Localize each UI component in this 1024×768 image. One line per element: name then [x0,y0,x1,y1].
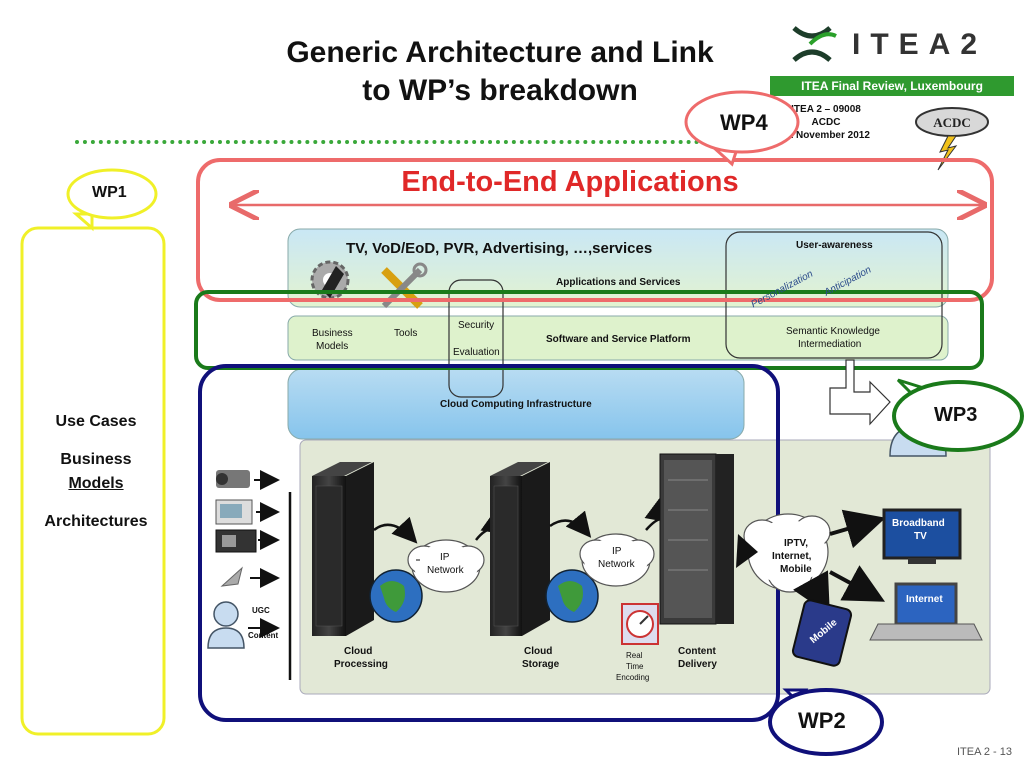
cloud-processing-2: Processing [334,659,388,670]
dotted-divider [75,140,755,144]
iptv-3: Mobile [780,564,812,575]
platform-layer [287,315,949,361]
review-banner: ITEA Final Review, Luxembourg [770,76,1014,96]
wp3-label: WP3 [934,404,978,426]
satellite-icon [220,566,243,587]
ip-network-cloud-1 [407,539,485,593]
wp3-callout [892,380,1024,452]
wp1-callout [66,168,158,220]
content-delivery-2: Delivery [678,659,717,670]
camera-icon [216,470,250,488]
globe-icon-1 [369,569,423,623]
wp4-label: WP4 [720,110,768,135]
cloud-to-tv-arrow [829,509,886,549]
wp2-label: WP2 [798,708,846,733]
security-label: Security [458,320,495,331]
platform-label: Software and Service Platform [546,334,691,345]
cloud-infra-label: Cloud Computing Infrastructure [440,399,592,410]
business-label: Business [312,328,353,339]
wp4-box [196,158,994,302]
cloud-processing-1: Cloud [344,646,373,657]
ugc-label: UGC [252,606,270,615]
broadband-1: Broadband [892,518,945,529]
title-line-2: to WP’s breakdown [362,74,638,107]
use-cases-item: Use Cases [55,413,137,430]
semantic-label-1: Semantic Knowledge [786,326,880,337]
realtime-3: Encoding [616,673,650,682]
meta-info: ITEA 2 – 09008 ACDC 21 November 2012 [776,103,876,142]
services-heading: TV, VoD/EoD, PVR, Advertising, …,service… [346,240,653,257]
models-item: Models [68,475,124,492]
broadband-tv-icon [882,508,962,564]
realtime-encoding-icon [621,603,659,645]
architectures-item: Architectures [44,513,148,530]
intermediation-arrow [829,359,891,426]
broadband-2: TV [914,531,927,542]
broadcast-device-icon [215,499,253,525]
iptv-2: Internet, [772,551,812,562]
cloud-storage-1: Cloud [524,646,553,657]
wp2-callout [768,688,884,756]
cloud-storage-2: Storage [522,659,560,670]
server1-to-cloud-arrow [373,516,418,544]
mobile-phone-icon [791,599,853,667]
semantic-label-2: Intermediation [798,339,862,350]
server-rack-icon-2 [490,462,550,636]
iptv-1: IPTV, [784,538,809,549]
user-awareness-box [725,231,943,359]
page-title: Generic Architecture and Link to WP’s br… [200,34,800,110]
realtime-2: Time [626,662,644,671]
server2-to-cloud-arrow [549,510,592,538]
use-cases-list: Use Cases Business Models Architectures [22,410,170,534]
applications-layer [287,228,949,308]
applications-label: Applications and Services [556,277,681,288]
content-delivery-1: Content [678,646,716,657]
user-awareness-label: User-awareness [796,240,873,251]
ugc-user-icon [207,601,245,649]
evaluation-label: Evaluation [453,347,500,358]
e2e-title: End-to-End Applications [401,166,739,198]
ip-network-2-ip: IP [612,546,622,557]
acdc-logo-text: ACDC [933,115,971,130]
meta-line-1: ITEA 2 – 09008 [791,104,861,115]
tools-label: Tools [394,328,418,339]
ip-network-1-net: Network [427,565,464,576]
wp4-callout [684,90,800,154]
cdn-rack-icon [659,453,734,625]
server-rack-icon-1 [312,462,374,636]
content-label: Content [248,631,279,640]
cdn-to-cloud-arrow [736,534,758,568]
meta-line-3: 21 November 2012 [782,130,870,141]
globe-icon-2 [545,569,599,623]
ip-network-1-ip: IP [440,552,450,563]
models-label: Models [316,341,349,352]
meta-line-2: ACDC [811,117,841,128]
internet-label: Internet [906,594,943,605]
realtime-1: Real [626,651,643,660]
page-footer: ITEA 2 - 13 [956,746,1012,758]
business-item: Business [60,451,132,468]
cloud-to-internet-arrow [829,565,886,602]
ip-network-cloud-2 [579,533,655,587]
security-column [448,279,504,398]
laptop-icon [869,582,983,641]
wp1-label: WP1 [92,184,127,201]
ip-network-2-net: Network [598,559,635,570]
title-line-1: Generic Architecture and Link [286,36,714,69]
itea-logo-text: ITEA2 [852,28,988,61]
tape-device-icon [215,529,257,553]
itea-logo-icon [792,26,837,62]
